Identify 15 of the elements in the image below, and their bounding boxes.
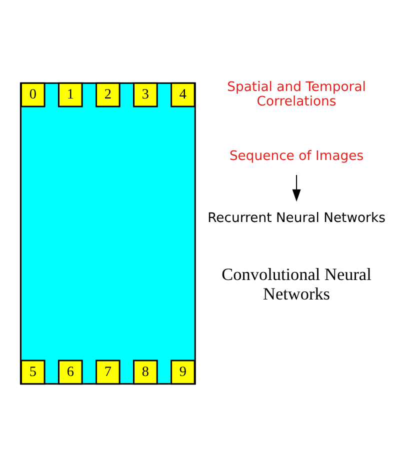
node-box: 5 <box>20 360 46 385</box>
node-box: 0 <box>20 82 46 108</box>
node-box: 4 <box>170 82 196 108</box>
node-box: 9 <box>170 360 196 385</box>
node-text: Sequence of Images <box>229 149 364 164</box>
node-box: 6 <box>58 360 83 385</box>
arrow <box>292 175 301 202</box>
node-box: 2 <box>96 82 120 108</box>
node-box: 1 <box>58 82 83 108</box>
node-box: 7 <box>96 360 120 385</box>
label: Convolutional Neural Networks <box>222 264 372 304</box>
node-box: 8 <box>133 360 158 385</box>
label: Spatial and Temporal Correlations <box>227 80 366 110</box>
node-box: 3 <box>133 82 158 108</box>
node-text: Recurrent Neural Networks <box>208 210 386 226</box>
